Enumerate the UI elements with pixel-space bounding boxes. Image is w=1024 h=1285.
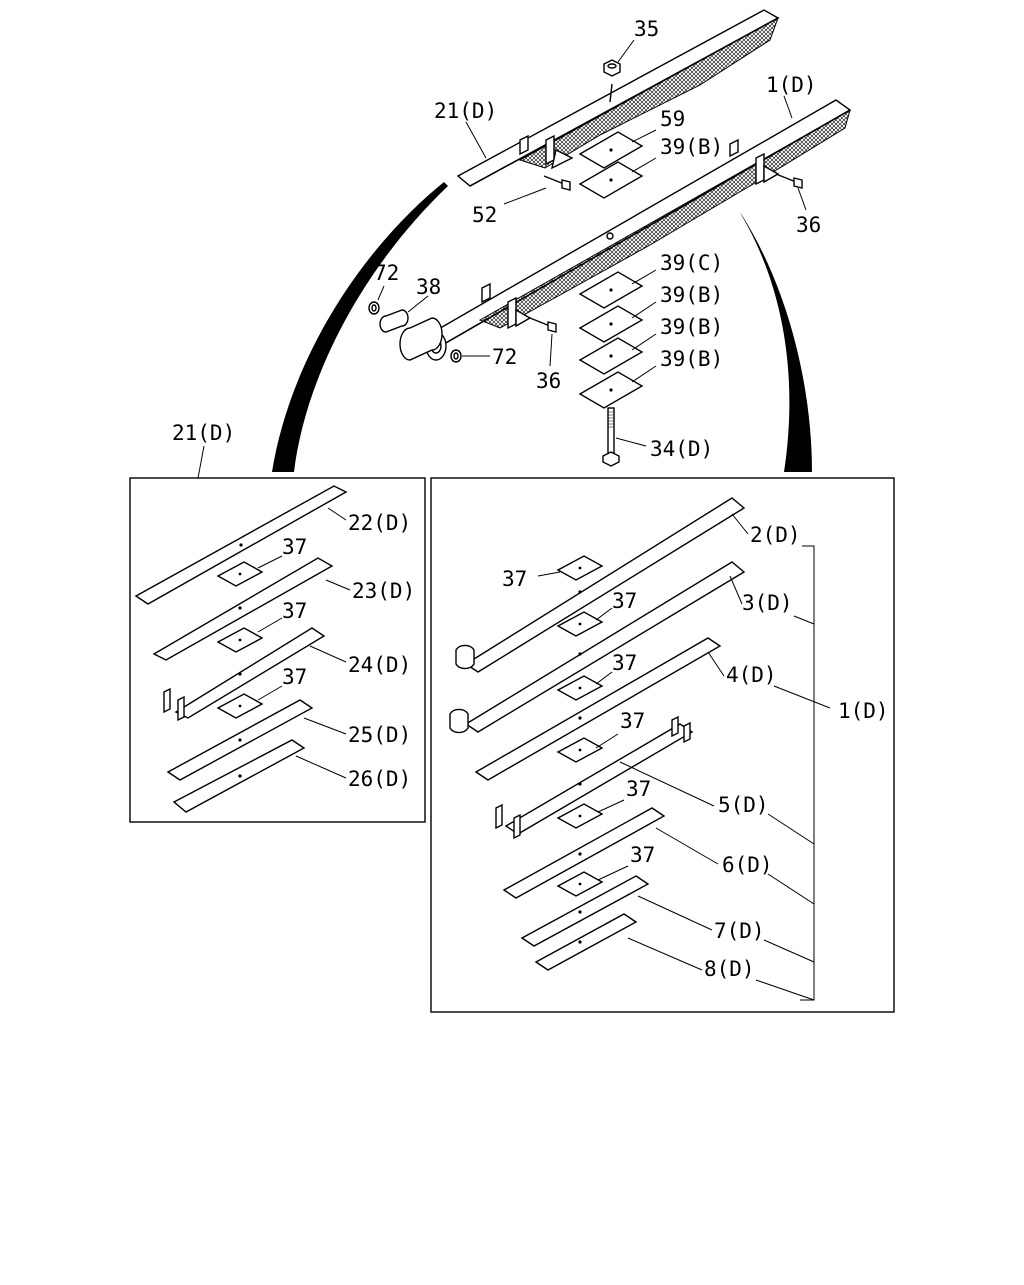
right-leaf-6: 6(D)	[722, 853, 773, 877]
main-spring-assembly	[425, 99, 852, 361]
left-leaf-23: 23(D)	[352, 579, 415, 603]
left-leaf-24: 24(D)	[348, 653, 411, 677]
center-bolt-34d	[602, 407, 620, 467]
bolt-36-left	[529, 317, 557, 333]
label-bolt-36-right: 36	[796, 213, 821, 237]
bolt-36-right	[775, 173, 803, 189]
washer-72-top	[368, 301, 380, 315]
connector-arc-right	[740, 212, 812, 472]
label-spacer-39c: 39(C)	[660, 251, 723, 275]
right-panel: 1(D) 2(D) 3(D) 4(D) 5(D) 6(D) 7(D) 8(D) …	[430, 477, 895, 1013]
label-shim-59: 59	[660, 107, 685, 131]
label-center-bolt: 34(D)	[650, 437, 713, 461]
label-spacer-39b-2: 39(B)	[660, 315, 723, 339]
washer-72-bottom	[450, 349, 462, 363]
right-leaf-5: 5(D)	[718, 793, 769, 817]
label-washer-72-top: 72	[374, 261, 399, 285]
label-washer-72-bottom: 72	[492, 345, 517, 369]
right-liner-label-6: 37	[630, 843, 655, 867]
left-leaf-26: 26(D)	[348, 767, 411, 791]
right-liner-label-2: 37	[612, 589, 637, 613]
left-leaf-25: 25(D)	[348, 723, 411, 747]
right-group-label: 1(D)	[838, 699, 889, 723]
label-main-spring: 1(D)	[766, 73, 817, 97]
right-leaf-8: 8(D)	[704, 957, 755, 981]
right-liner-label-1: 37	[502, 567, 527, 591]
left-liner-label-2: 37	[282, 599, 307, 623]
left-leaf-22: 22(D)	[348, 511, 411, 535]
spacer-39b-3	[578, 371, 644, 409]
right-leaf-3: 3(D)	[742, 591, 793, 615]
left-liner-label-3: 37	[282, 665, 307, 689]
label-nut: 35	[634, 17, 659, 41]
right-leaf-7: 7(D)	[714, 919, 765, 943]
label-bushing-38: 38	[416, 275, 441, 299]
right-liner-label-4: 37	[620, 709, 645, 733]
label-bolt-36-left: 36	[536, 369, 561, 393]
label-spacer-39b-3: 39(B)	[660, 347, 723, 371]
spacer-39b-top	[578, 161, 644, 199]
bushing-38	[379, 309, 443, 361]
connector-arc-left	[272, 182, 448, 472]
bolt-52	[543, 175, 571, 191]
spacer-39c	[578, 271, 644, 309]
spacer-39b-2	[578, 337, 644, 375]
right-leaf-4: 4(D)	[726, 663, 777, 687]
shim-59	[578, 131, 644, 169]
label-spacer-39b-top: 39(B)	[660, 135, 723, 159]
label-bolt-52: 52	[472, 203, 497, 227]
nut-35	[603, 59, 621, 103]
upper-spring-assembly	[456, 9, 780, 187]
right-liner-label-3: 37	[612, 651, 637, 675]
left-liner-label-1: 37	[282, 535, 307, 559]
label-upper-spring: 21(D)	[434, 99, 497, 123]
right-liner-label-5: 37	[626, 777, 651, 801]
label-spacer-39b-1: 39(B)	[660, 283, 723, 307]
right-leaf-2: 2(D)	[750, 523, 801, 547]
left-panel-header: 21(D)	[172, 421, 235, 445]
top-leaders	[377, 39, 807, 447]
spacer-39b-1	[578, 305, 644, 343]
left-panel: 21(D) 22(D) 23(D) 24(D)	[129, 421, 426, 823]
